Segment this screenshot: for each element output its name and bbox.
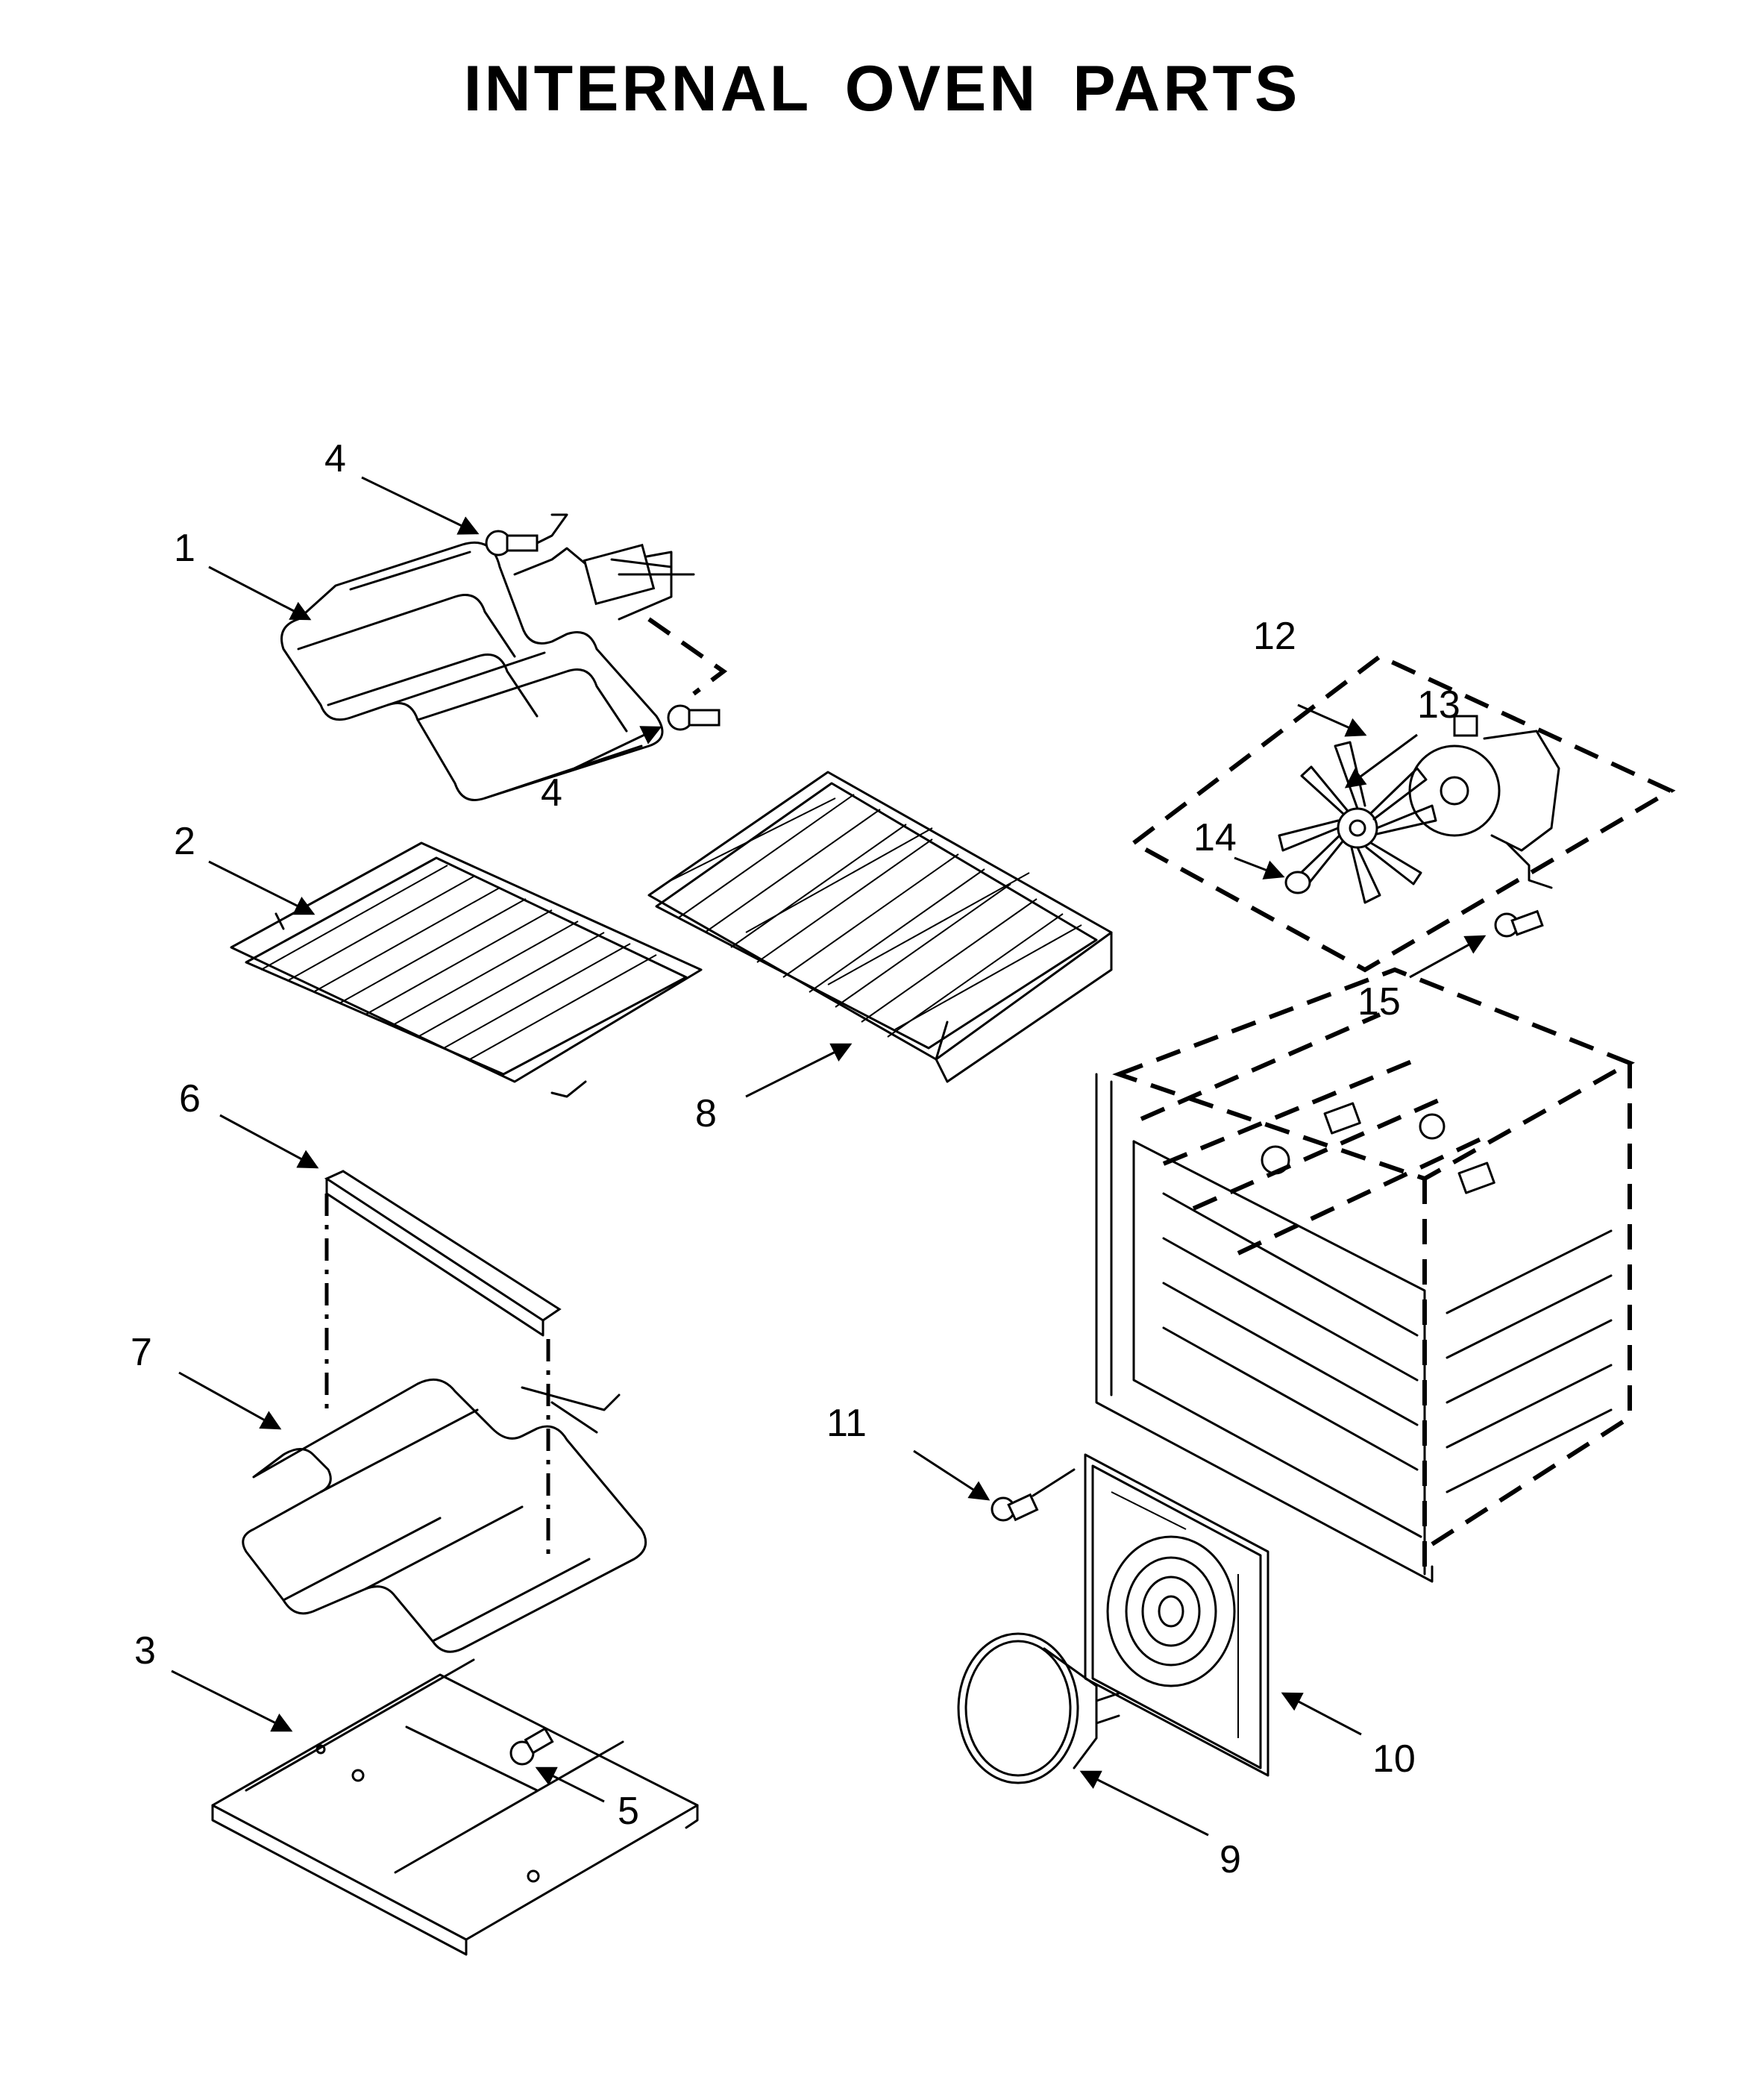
leader-arrows: [171, 476, 1487, 1837]
oven-rack: [230, 841, 703, 1098]
callout-15: 15: [1357, 980, 1401, 1023]
fan-assembly-group: [1129, 653, 1676, 973]
convection-element: [957, 1632, 1120, 1784]
heat-shield-strip: [324, 1170, 562, 1337]
bake-element: [242, 1378, 647, 1653]
callout-3: 3: [134, 1629, 156, 1672]
callout-10: 10: [1372, 1737, 1416, 1781]
oven-cavity: [1095, 967, 1635, 1583]
callout-11: 11: [826, 1402, 867, 1445]
screw-icon: [991, 1468, 1076, 1522]
callout-1: 1: [174, 527, 195, 570]
screw-icon: [667, 704, 721, 731]
callout-8: 8: [695, 1092, 717, 1135]
callout-13: 13: [1417, 683, 1460, 727]
callout-7: 7: [131, 1331, 152, 1374]
screw-icon: [509, 1727, 554, 1766]
callout-14: 14: [1193, 816, 1237, 859]
broil-element: [280, 541, 728, 801]
sliding-oven-rack: [647, 771, 1113, 1083]
callout-2: 2: [174, 820, 195, 863]
fan-nut-icon: [1284, 871, 1311, 894]
screw-icon: [1494, 909, 1544, 938]
callout-4-top: 4: [324, 437, 346, 480]
callout-9: 9: [1220, 1838, 1241, 1881]
screw-icon: [485, 513, 568, 557]
callout-4-bottom: 4: [541, 771, 562, 815]
page-title: INTERNAL OVEN PARTS: [463, 53, 1301, 125]
oven-bottom-panel: [211, 1658, 699, 1956]
callout-5: 5: [618, 1790, 639, 1833]
fan-motor: [1408, 715, 1560, 889]
callout-12: 12: [1253, 615, 1296, 658]
convection-rear-panel: [1084, 1453, 1269, 1777]
callout-6: 6: [179, 1077, 201, 1120]
